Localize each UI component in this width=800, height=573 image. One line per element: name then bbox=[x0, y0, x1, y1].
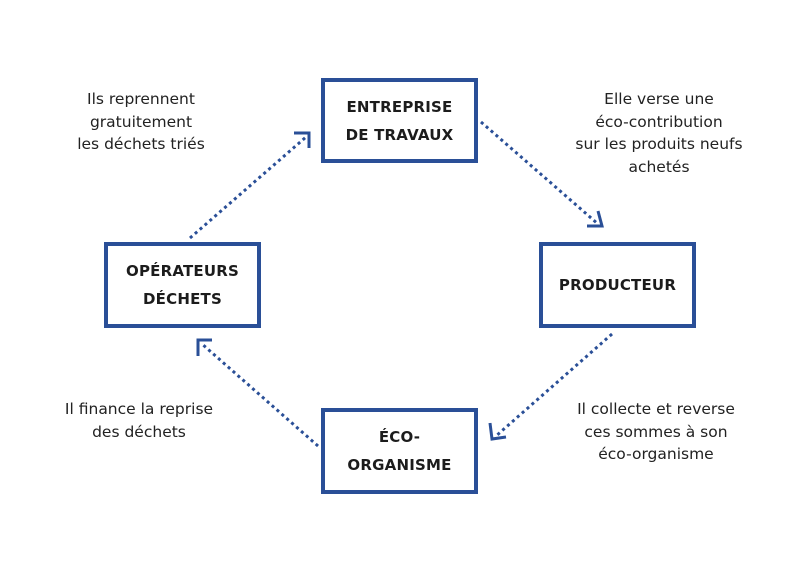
caption-collecte: Il collecte et reverse ces sommes à son … bbox=[577, 400, 735, 463]
caption-finance-reprise: Il finance la reprise des déchets bbox=[64, 400, 214, 441]
node-eco-organisme-label: ÉCO- ORGANISME bbox=[347, 428, 452, 474]
node-operateurs-dechets: OPÉRATEURS DÉCHETS bbox=[104, 242, 261, 328]
caption-reprennent: Ils reprennent gratuitement les déchets … bbox=[77, 90, 205, 153]
arrowhead-producteur bbox=[587, 210, 604, 228]
node-entreprise-label: ENTREPRISE DE TRAVAUX bbox=[345, 97, 454, 144]
node-producteur-label: PRODUCTEUR bbox=[558, 276, 677, 294]
node-eco-organisme: ÉCO- ORGANISME bbox=[321, 408, 478, 494]
node-operateurs-label: OPÉRATEURS DÉCHETS bbox=[126, 262, 239, 308]
caption-eco-contribution: Elle verse une éco-contribution sur les … bbox=[575, 90, 743, 176]
node-producteur: PRODUCTEUR bbox=[539, 242, 696, 328]
node-entreprise-de-travaux: ENTREPRISE DE TRAVAUX bbox=[321, 78, 478, 163]
arrowhead-eco bbox=[488, 422, 507, 441]
arrowhead-operateurs bbox=[196, 338, 212, 356]
arrowhead-entreprise bbox=[294, 131, 311, 148]
